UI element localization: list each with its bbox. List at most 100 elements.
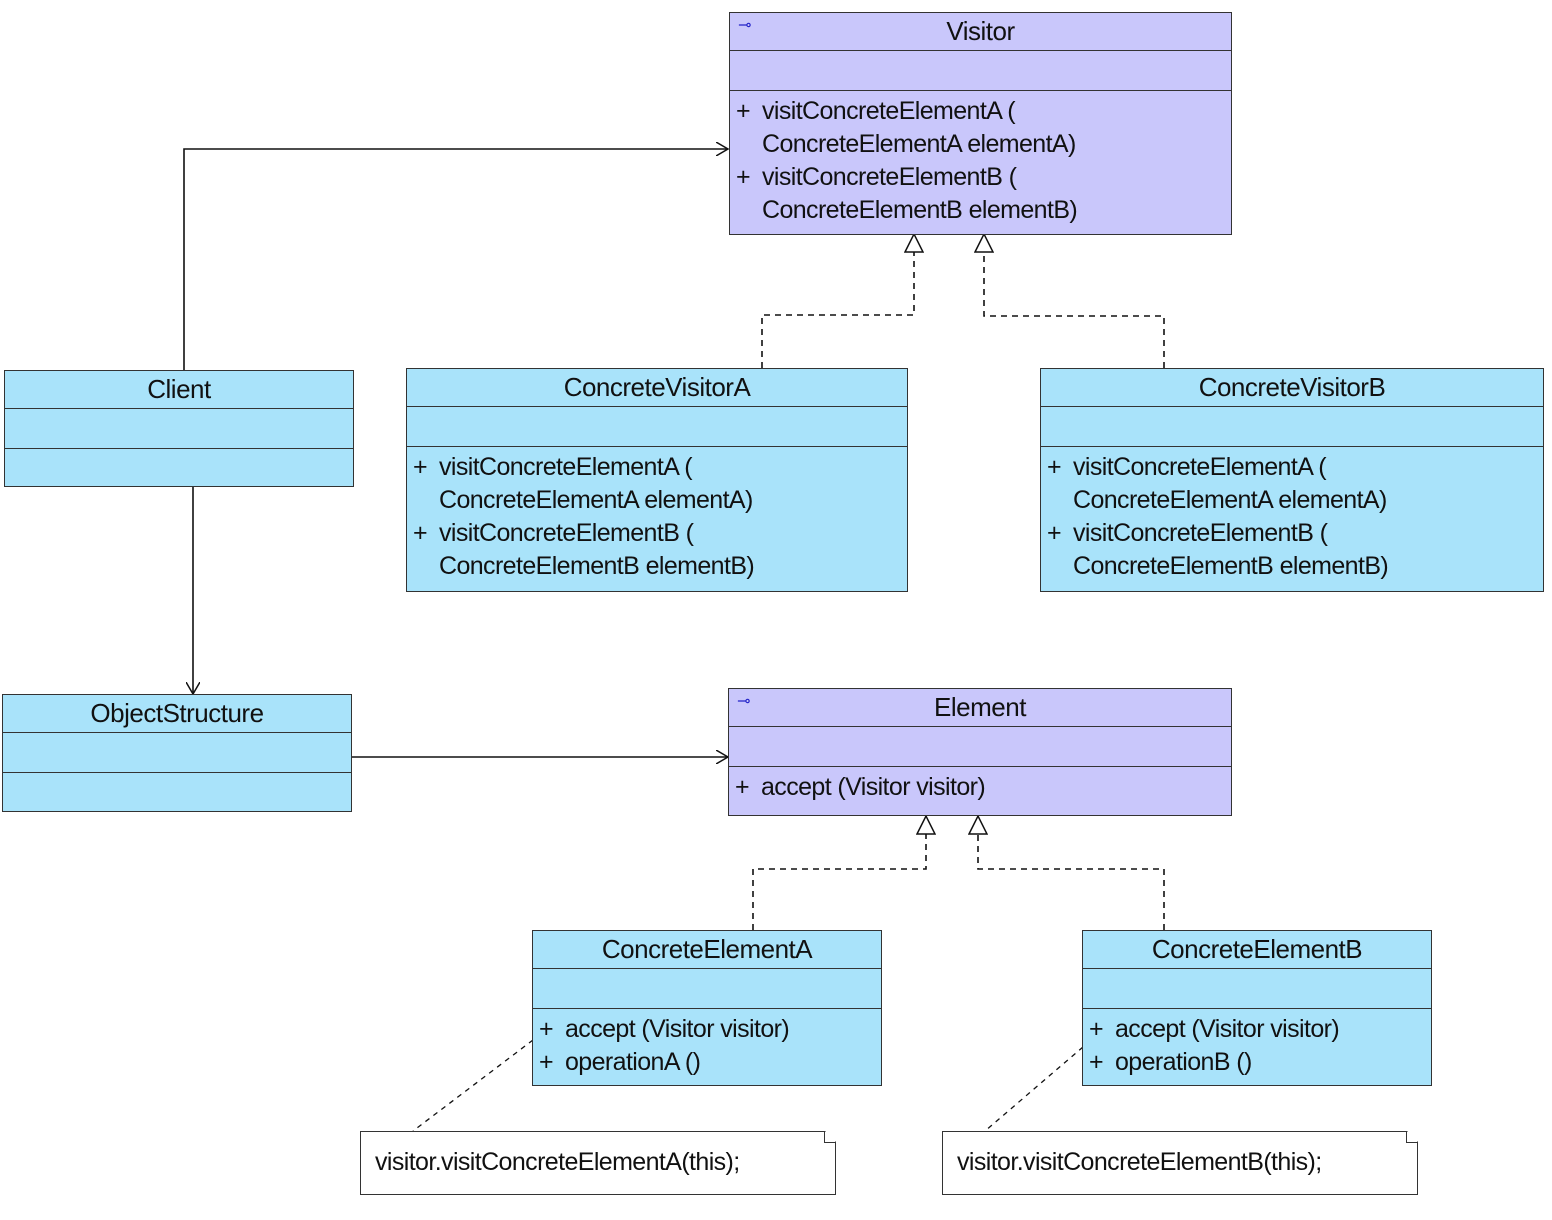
class-concrete-element-a[interactable]: ConcreteElementA + accept (Visitor visito… [532,930,882,1086]
operation-signature: visitConcreteElementA ( [762,97,1016,125]
class-title: Element [934,692,1026,722]
attributes-compartment [729,727,1231,767]
attributes-compartment [730,51,1231,91]
operation-parameters: ConcreteElementB elementB) [439,552,755,580]
class-title: Visitor [946,16,1015,46]
operation-signature: visitConcreteElementB ( [1073,519,1328,547]
operation-continuation: ConcreteElementA elementA) [736,128,1223,161]
operation: + visitConcreteElementB ( [1047,517,1535,550]
class-name: ⊸ Visitor [730,13,1231,51]
operations-compartment [5,449,353,486]
visibility-marker: + [413,453,428,481]
interface-icon: ⊸ [738,15,751,34]
attributes-compartment [1041,407,1543,447]
operation: + visitConcreteElementB ( [736,161,1223,194]
visibility-marker: + [736,163,751,191]
operation-parameters: ConcreteElementB elementB) [1073,552,1389,580]
class-title: Client [147,374,211,404]
operation-signature: operationA () [565,1048,701,1076]
operation-signature: visitConcreteElementA ( [1073,453,1327,481]
visibility-marker: + [735,773,750,801]
note-text: visitor.visitConcreteElementB(this); [957,1148,1322,1176]
visibility-marker: + [539,1048,554,1076]
operation-signature: accept (Visitor visitor) [761,773,986,801]
operation-continuation: ConcreteElementB elementB) [1047,550,1535,583]
class-name: ConcreteVisitorB [1041,369,1543,407]
class-name: Client [5,371,353,409]
visibility-marker: + [736,97,751,125]
operations-compartment: + visitConcreteElementA ( ConcreteElement… [1041,447,1543,591]
class-object-structure[interactable]: ObjectStructure [2,694,352,812]
class-title: ConcreteElementA [601,934,813,964]
note-concrete-element-a[interactable]: visitor.visitConcreteElementA(this); [360,1131,836,1195]
visibility-marker: + [1089,1048,1104,1076]
class-name: ObjectStructure [3,695,351,733]
operations-compartment: + visitConcreteElementA ( ConcreteElement… [730,91,1231,234]
class-client[interactable]: Client [4,370,354,487]
note-text: visitor.visitConcreteElementA(this); [375,1148,740,1176]
attributes-compartment [533,969,881,1009]
realization-concreteelementb-element [978,816,1165,930]
note-anchor-a [412,1039,534,1132]
operation: + visitConcreteElementA ( [1047,451,1535,484]
class-name: ⊸ Element [729,689,1231,727]
class-concrete-element-b[interactable]: ConcreteElementB + accept (Visitor visito… [1082,930,1432,1086]
visibility-marker: + [1047,519,1062,547]
class-title: ConcreteVisitorB [1198,372,1386,402]
note-fold [1406,1132,1417,1143]
visibility-marker: + [413,519,428,547]
class-name: ConcreteElementB [1083,931,1431,969]
operation: + accept (Visitor visitor) [539,1013,873,1046]
operation-parameters: ConcreteElementB elementB) [762,196,1078,224]
class-element[interactable]: ⊸ Element + accept (Visitor visitor) [728,688,1232,816]
operations-compartment: + visitConcreteElementA ( ConcreteElement… [407,447,907,591]
operation-signature: visitConcreteElementA ( [439,453,693,481]
visibility-marker: + [1047,453,1062,481]
attributes-compartment [5,409,353,449]
note-fold [824,1132,835,1143]
operation-signature: accept (Visitor visitor) [565,1015,790,1043]
operation-continuation: ConcreteElementA elementA) [1047,484,1535,517]
realization-concreteelementa-element [752,816,926,930]
operation-parameters: ConcreteElementA elementA) [1073,486,1387,514]
association-client-visitor [183,149,728,372]
operation-signature: visitConcreteElementB ( [439,519,694,547]
class-title: ObjectStructure [90,698,264,728]
class-title: ConcreteVisitorA [563,372,751,402]
realization-concretevisitora-visitor [761,234,914,368]
class-name: ConcreteVisitorA [407,369,907,407]
visibility-marker: + [539,1015,554,1043]
class-visitor[interactable]: ⊸ Visitor + visitConcreteElementA ( Concr… [729,12,1232,235]
operation: + operationB () [1089,1046,1423,1079]
attributes-compartment [407,407,907,447]
attributes-compartment [1083,969,1431,1009]
operation-continuation: ConcreteElementA elementA) [413,484,899,517]
operation: + accept (Visitor visitor) [735,771,1223,804]
operations-compartment [3,773,351,811]
note-anchor-b [984,1046,1084,1132]
operation-signature: operationB () [1115,1048,1252,1076]
operation-parameters: ConcreteElementA elementA) [439,486,753,514]
interface-icon: ⊸ [737,691,750,710]
note-concrete-element-b[interactable]: visitor.visitConcreteElementB(this); [942,1131,1418,1195]
class-concrete-visitor-b[interactable]: ConcreteVisitorB + visitConcreteElementA … [1040,368,1544,592]
operation: + visitConcreteElementB ( [413,517,899,550]
class-title: ConcreteElementB [1151,934,1363,964]
operations-compartment: + accept (Visitor visitor) + operationA () [533,1009,881,1085]
operation-signature: visitConcreteElementB ( [762,163,1017,191]
class-name: ConcreteElementA [533,931,881,969]
operation-signature: accept (Visitor visitor) [1115,1015,1340,1043]
attributes-compartment [3,733,351,773]
operation-parameters: ConcreteElementA elementA) [762,130,1076,158]
class-concrete-visitor-a[interactable]: ConcreteVisitorA + visitConcreteElementA … [406,368,908,592]
operations-compartment: + accept (Visitor visitor) [729,767,1231,815]
realization-concretevisitorb-visitor [984,234,1165,368]
operation: + accept (Visitor visitor) [1089,1013,1423,1046]
operation: + visitConcreteElementA ( [413,451,899,484]
operation-continuation: ConcreteElementB elementB) [413,550,899,583]
operations-compartment: + accept (Visitor visitor) + operationB () [1083,1009,1431,1085]
operation-continuation: ConcreteElementB elementB) [736,194,1223,227]
visibility-marker: + [1089,1015,1104,1043]
operation: + operationA () [539,1046,873,1079]
operation: + visitConcreteElementA ( [736,95,1223,128]
